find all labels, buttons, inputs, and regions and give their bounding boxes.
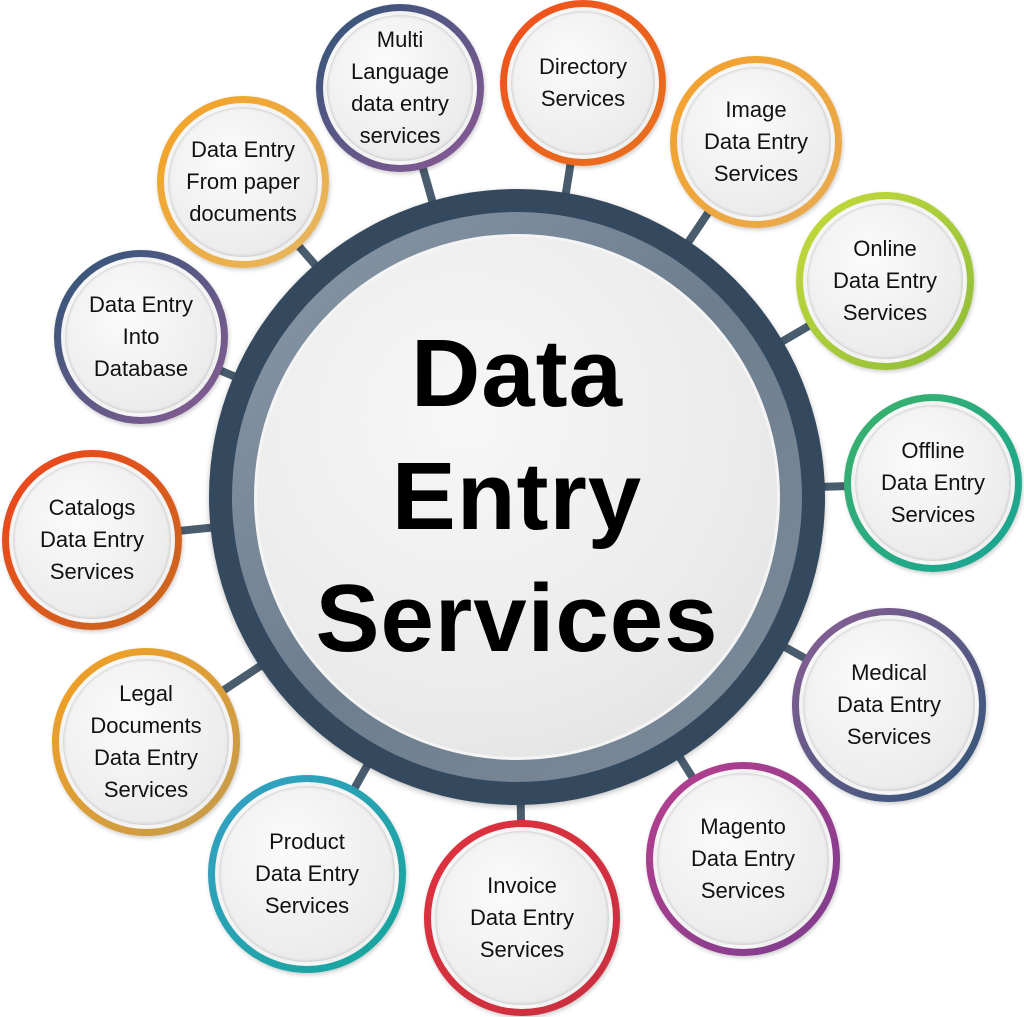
node-online-label: Online Data Entry Services <box>833 236 937 325</box>
node-magento-label: Magento Data Entry Services <box>691 814 795 903</box>
node-legal-disc: Legal Documents Data Entry Services <box>59 655 233 829</box>
node-catalogs-disc: Catalogs Data Entry Services <box>9 457 175 623</box>
node-medical-disc: Medical Data Entry Services <box>799 615 979 795</box>
node-magento: Magento Data Entry Services <box>646 762 840 956</box>
hub-title-line-3: Services <box>315 565 719 673</box>
node-image-disc: Image Data Entry Services <box>677 63 835 221</box>
hub-center: Data Entry Services <box>254 234 780 760</box>
node-offline: Offline Data Entry Services <box>844 394 1022 572</box>
node-legal-label: Legal Documents Data Entry Services <box>90 681 202 802</box>
node-invoice: Invoice Data Entry Services <box>424 820 620 1016</box>
node-legal: Legal Documents Data Entry Services <box>52 648 240 836</box>
node-offline-disc: Offline Data Entry Services <box>851 401 1015 565</box>
node-invoice-disc: Invoice Data Entry Services <box>431 827 613 1009</box>
node-database: Data Entry Into Database <box>54 250 228 424</box>
node-catalogs-label: Catalogs Data Entry Services <box>40 495 144 584</box>
node-medical: Medical Data Entry Services <box>792 608 986 802</box>
node-invoice-label: Invoice Data Entry Services <box>470 873 574 962</box>
node-medical-label: Medical Data Entry Services <box>837 660 941 749</box>
node-magento-disc: Magento Data Entry Services <box>653 769 833 949</box>
node-product-disc: Product Data Entry Services <box>215 782 399 966</box>
node-paper-disc: Data Entry From paper documents <box>164 103 322 261</box>
node-online-disc: Online Data Entry Services <box>803 199 967 363</box>
node-product-label: Product Data Entry Services <box>255 829 359 918</box>
hub-title-line-2: Entry <box>391 442 643 550</box>
node-directory: Directory Services <box>500 0 666 166</box>
node-multi-language: Multi Language data entry services <box>316 4 484 172</box>
node-image: Image Data Entry Services <box>670 56 842 228</box>
node-directory-disc: Directory Services <box>507 7 659 159</box>
node-multi-language-disc: Multi Language data entry services <box>323 11 477 165</box>
node-database-disc: Data Entry Into Database <box>61 257 221 417</box>
node-multi-language-label: Multi Language data entry services <box>351 27 449 148</box>
node-directory-label: Directory Services <box>538 54 627 111</box>
node-database-label: Data Entry Into Database <box>89 292 193 381</box>
node-online: Online Data Entry Services <box>796 192 974 370</box>
node-image-label: Image Data Entry Services <box>704 97 808 186</box>
node-catalogs: Catalogs Data Entry Services <box>2 450 182 630</box>
node-product: Product Data Entry Services <box>208 775 406 973</box>
node-paper: Data Entry From paper documents <box>157 96 329 268</box>
node-offline-label: Offline Data Entry Services <box>881 438 985 527</box>
hub-title-line-1: Data <box>410 319 624 427</box>
node-paper-label: Data Entry From paper documents <box>186 137 300 226</box>
